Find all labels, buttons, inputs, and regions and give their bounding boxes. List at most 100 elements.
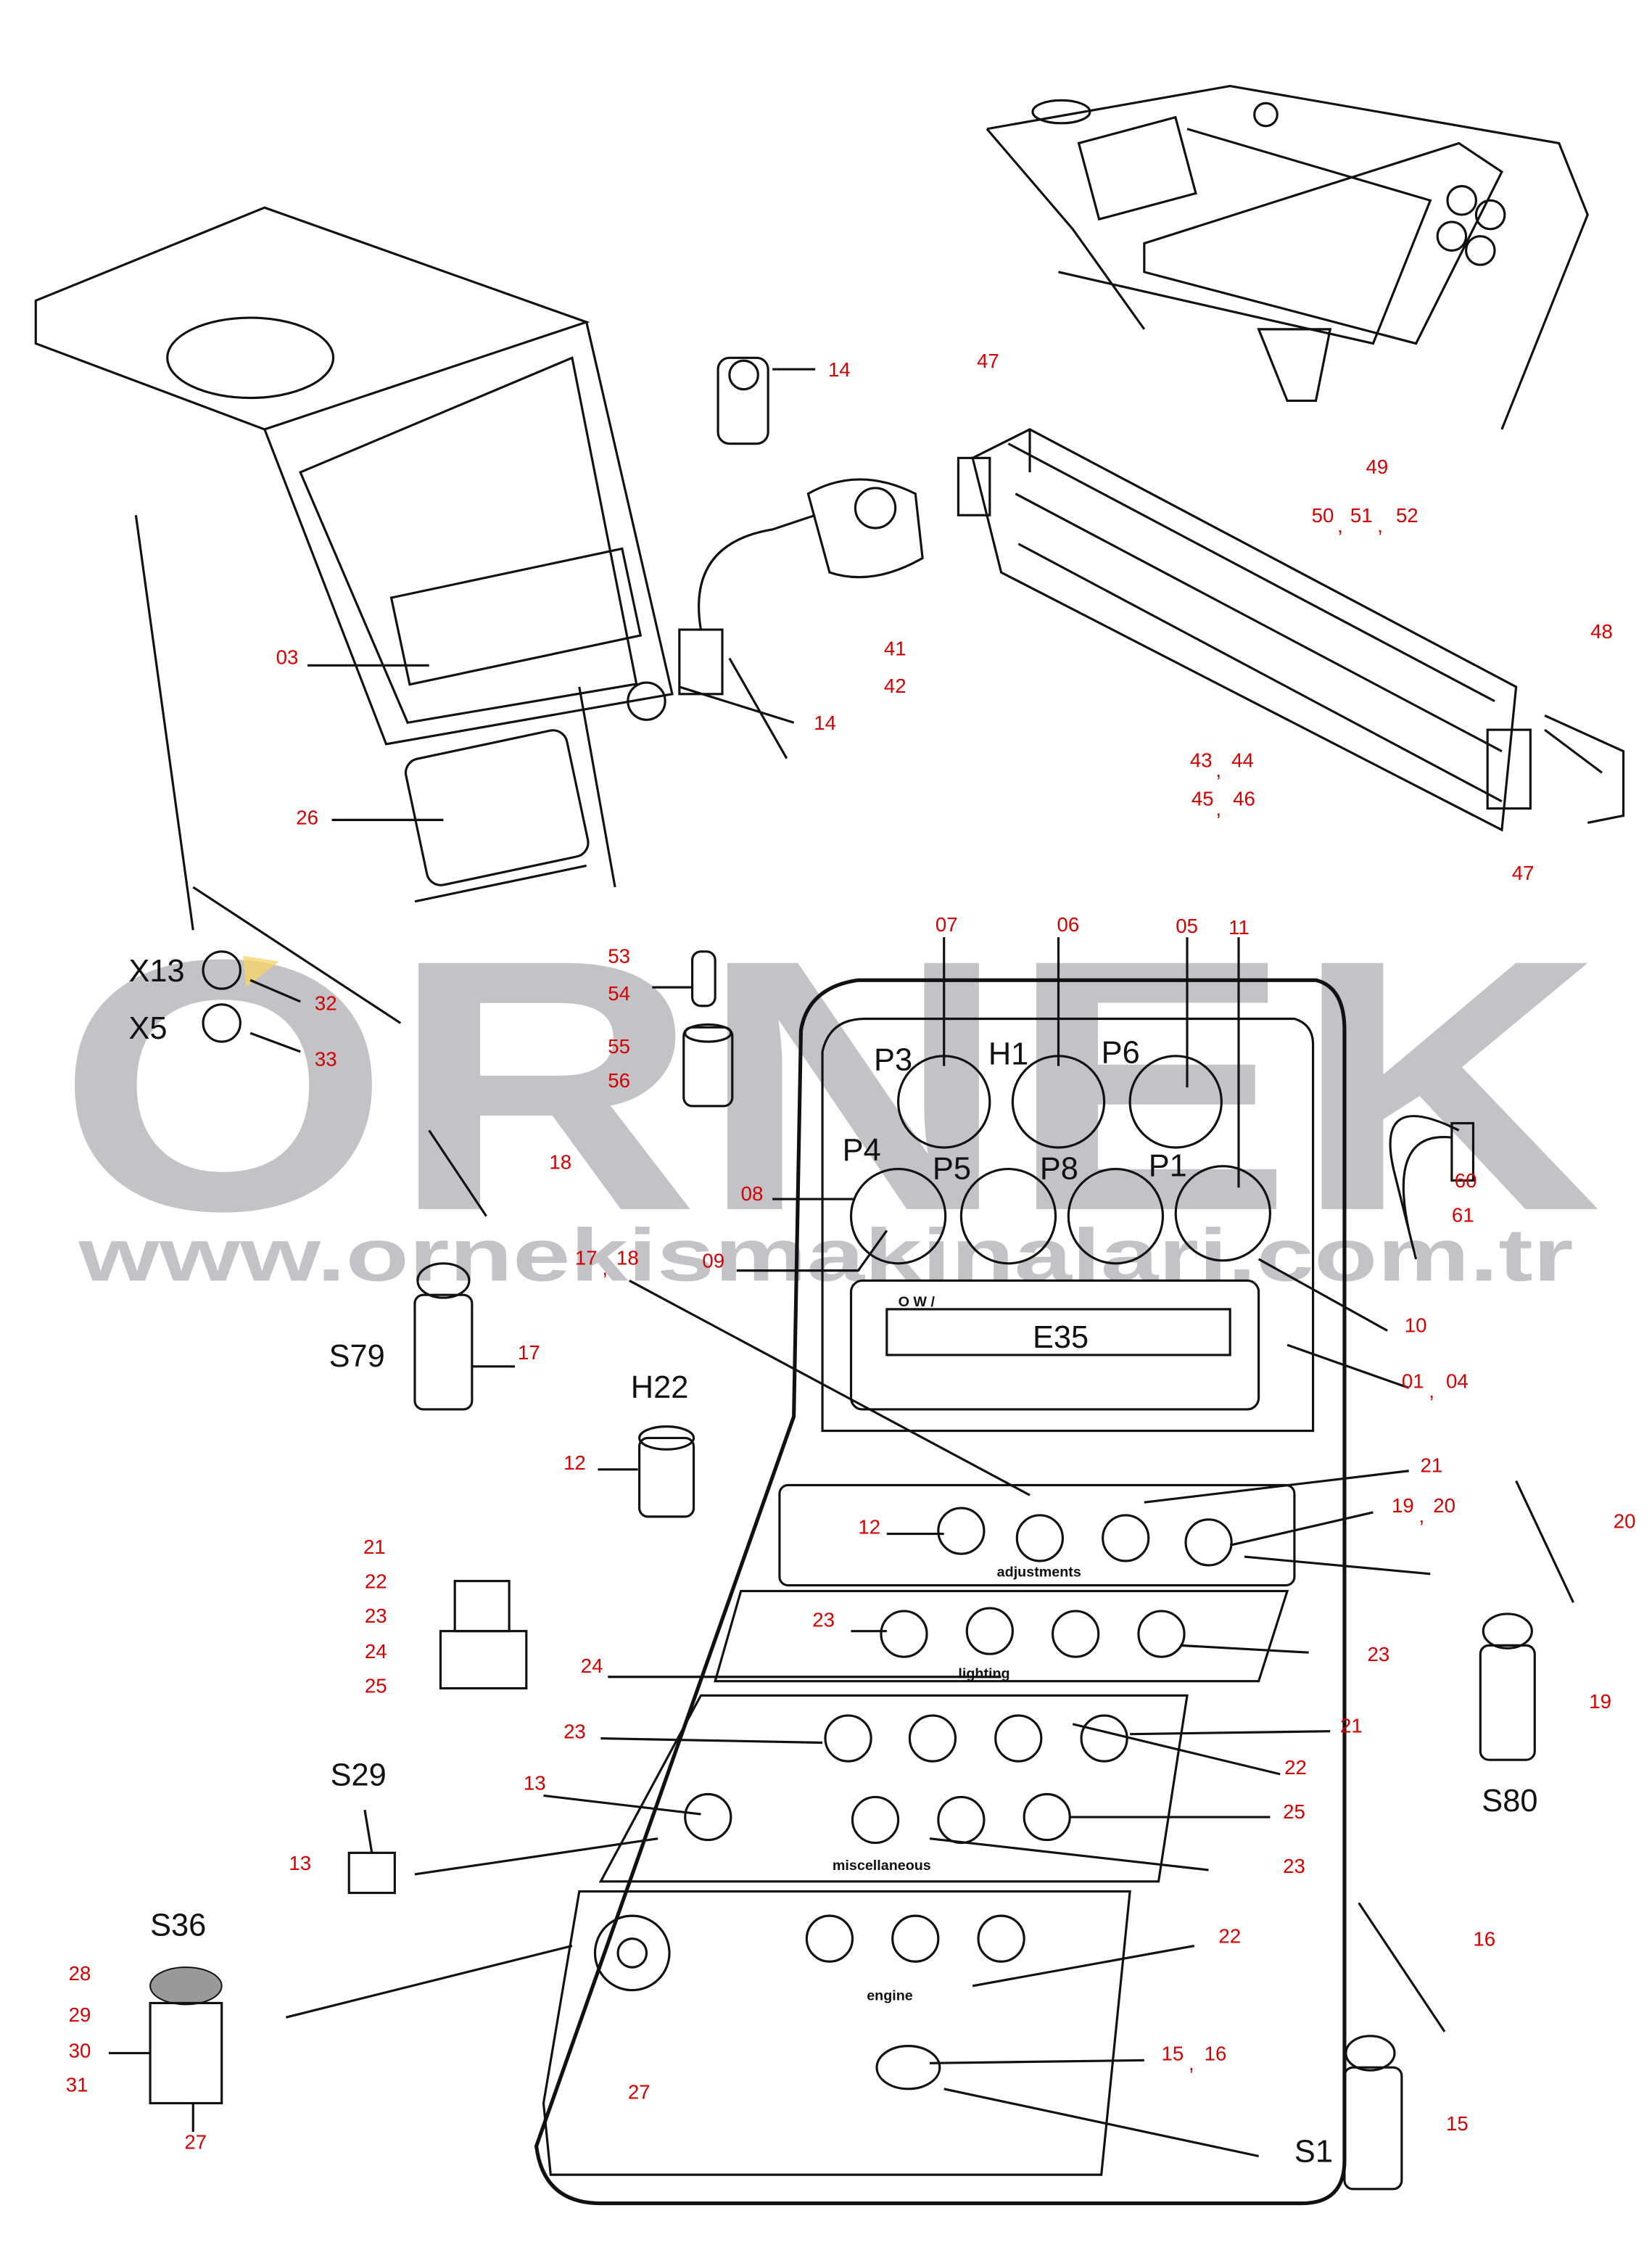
cab-console-drawing	[34, 206, 674, 1024]
callout-label: 45	[1191, 788, 1214, 810]
callout-label: 28	[69, 1962, 91, 1985]
callout-label: 12	[563, 1451, 586, 1474]
switch-knob	[994, 1714, 1043, 1763]
callout-label: 49	[1366, 456, 1389, 478]
callout-label: 23	[563, 1721, 586, 1743]
switch-knob	[937, 1795, 986, 1845]
callout-label: 29	[69, 2003, 91, 2026]
callout-label: 24	[581, 1655, 603, 1677]
callout-label: 06	[1057, 913, 1080, 936]
component-designator: H22	[631, 1370, 689, 1405]
callout-label: 19	[1392, 1494, 1414, 1517]
component-designator: P4	[843, 1133, 881, 1168]
callout-label: 14	[814, 712, 836, 734]
callout-label: 48	[1590, 620, 1613, 643]
callout-label: 25	[1283, 1800, 1305, 1823]
callout-label: 31	[66, 2074, 88, 2096]
callout-label: ,	[602, 1257, 608, 1280]
switch-knob	[805, 1914, 854, 1963]
switch-knob	[1015, 1514, 1064, 1562]
callout-label: 21	[1340, 1715, 1363, 1737]
callout-label: 18	[616, 1247, 639, 1269]
component-designator: H1	[988, 1037, 1028, 1072]
callout-label: 27	[184, 2131, 207, 2154]
switch-knob	[824, 1714, 872, 1763]
panel-label-miscellaneous: miscellaneous	[833, 1858, 931, 1874]
callout-label: ,	[1215, 759, 1221, 781]
callout-label: 12	[858, 1516, 880, 1538]
callout-label: 11	[1228, 916, 1250, 939]
switch-knob	[891, 1914, 940, 1963]
callout-label: 07	[936, 913, 958, 936]
callout-label: 23	[812, 1609, 835, 1631]
switch-knob	[1102, 1514, 1150, 1562]
switch-knob	[851, 1795, 900, 1845]
component-designator: S1	[1294, 2134, 1333, 2169]
callout-label: 53	[608, 945, 630, 968]
switch-knob	[977, 1914, 1025, 1963]
callout-label: 20	[1614, 1510, 1636, 1533]
callout-label: 03	[276, 646, 299, 668]
component-designator: P8	[1040, 1151, 1078, 1186]
callout-label: 61	[1452, 1204, 1474, 1227]
component-designator: S29	[331, 1758, 387, 1793]
callout-label: 24	[365, 1640, 387, 1663]
callout-label: 26	[296, 806, 318, 828]
callout-label: 22	[1284, 1756, 1307, 1779]
callout-label: 51	[1350, 504, 1373, 527]
callout-label: 43	[1190, 749, 1213, 771]
callout-label: 23	[1283, 1855, 1305, 1877]
switch-knob	[1023, 1792, 1071, 1842]
watermark-url: www.ornekismakinalari.com.tr	[78, 1213, 1573, 1296]
callout-label: 60	[1455, 1169, 1477, 1192]
callout-label: 55	[608, 1035, 630, 1058]
switch-knob	[1137, 1610, 1186, 1658]
callout-label: 32	[315, 992, 337, 1015]
callout-label: 20	[1433, 1494, 1455, 1517]
callout-label: 25	[365, 1674, 387, 1697]
callout-label: 18	[549, 1151, 571, 1174]
callout-label: 47	[1512, 862, 1535, 884]
component-designator: P6	[1102, 1036, 1140, 1071]
callout-label: 13	[524, 1772, 546, 1795]
switch-knob	[684, 1792, 732, 1842]
callout-label: 47	[977, 350, 999, 372]
component-designator: P5	[933, 1151, 971, 1186]
connectors-x13-x5	[202, 950, 301, 1053]
callout-label: 27	[628, 2081, 651, 2104]
callout-label: 17	[575, 1247, 598, 1269]
switch-knob	[1080, 1714, 1128, 1763]
panel-label-lighting: lighting	[958, 1666, 1009, 1682]
display-brand: O W /	[899, 1294, 936, 1310]
switch-knob	[1184, 1518, 1233, 1567]
callout-label: ,	[1215, 797, 1221, 820]
callout-label: 13	[289, 1852, 311, 1874]
cab-interior-drawing	[986, 84, 1589, 430]
component-designator: P3	[874, 1043, 912, 1078]
callout-label: 33	[315, 1048, 337, 1071]
callout-label: 30	[69, 2039, 91, 2061]
callout-label: 17	[518, 1341, 540, 1364]
panel-label-engine: engine	[867, 1988, 913, 2004]
callout-label: 23	[1368, 1643, 1390, 1665]
switch-knobs	[684, 1507, 1233, 1963]
callout-label: 15	[1162, 2042, 1184, 2064]
callout-label: 46	[1233, 788, 1255, 810]
wire-harness	[1389, 1115, 1475, 1260]
display-text: E35	[1033, 1320, 1089, 1355]
callout-label: 22	[1218, 1925, 1241, 1948]
callout-label: 44	[1231, 749, 1254, 771]
callout-label: 01	[1402, 1369, 1424, 1392]
callout-label: 52	[1396, 504, 1418, 527]
component-designator: S80	[1482, 1784, 1537, 1818]
callout-label: 04	[1446, 1369, 1469, 1392]
switch-knob	[1052, 1610, 1100, 1658]
dashboard-panel	[534, 978, 1347, 2206]
leader-lines	[108, 368, 1431, 2158]
callout-label: 42	[884, 675, 906, 697]
callout-label: 50	[1312, 504, 1334, 527]
